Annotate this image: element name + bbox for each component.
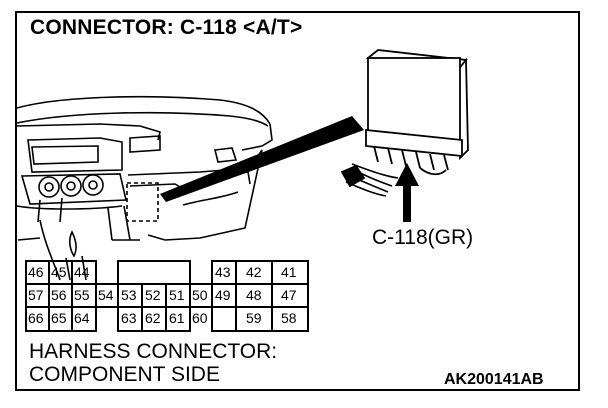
harness-caption-line2: COMPONENT SIDE [29, 363, 220, 386]
pin-45: 45 [51, 264, 67, 280]
pin-55: 55 [74, 287, 90, 303]
pin-57: 57 [28, 287, 44, 303]
connector-pinout [25, 260, 309, 332]
pin-48: 48 [246, 287, 262, 303]
pin-60: 60 [192, 310, 208, 326]
pin-56: 56 [51, 287, 67, 303]
pin-52: 52 [145, 287, 161, 303]
harness-caption-line1: HARNESS CONNECTOR: [29, 340, 278, 363]
pin-44: 44 [74, 264, 90, 280]
pin-65: 65 [51, 310, 67, 326]
arrow-up-icon [395, 163, 419, 222]
pin-66: 66 [28, 310, 44, 326]
ecu-module-illustration [340, 49, 469, 197]
connector-title: CONNECTOR: C-118 <A/T> [30, 16, 303, 39]
pin-49: 49 [215, 287, 231, 303]
connector-callout-label: C-118(GR) [372, 226, 474, 249]
dashboard-illustration [16, 95, 273, 281]
pin-43: 43 [215, 264, 231, 280]
pin-41: 41 [281, 264, 297, 280]
pin-58: 58 [281, 310, 297, 326]
pin-62: 62 [145, 310, 161, 326]
pin-51: 51 [169, 287, 185, 303]
pin-61: 61 [169, 310, 185, 326]
pin-46: 46 [28, 264, 44, 280]
pin-42: 42 [246, 264, 262, 280]
pin-labels: 46 45 44 43 42 41 57 56 55 54 53 52 51 5… [28, 264, 297, 326]
pin-53: 53 [121, 287, 137, 303]
pin-50: 50 [192, 287, 208, 303]
pin-64: 64 [74, 310, 90, 326]
pin-47: 47 [281, 287, 297, 303]
pin-54: 54 [98, 287, 114, 303]
figure-code: AK200141AB [444, 371, 544, 388]
pin-59: 59 [246, 310, 262, 326]
projection-wedge [160, 116, 364, 202]
pin-63: 63 [121, 310, 137, 326]
